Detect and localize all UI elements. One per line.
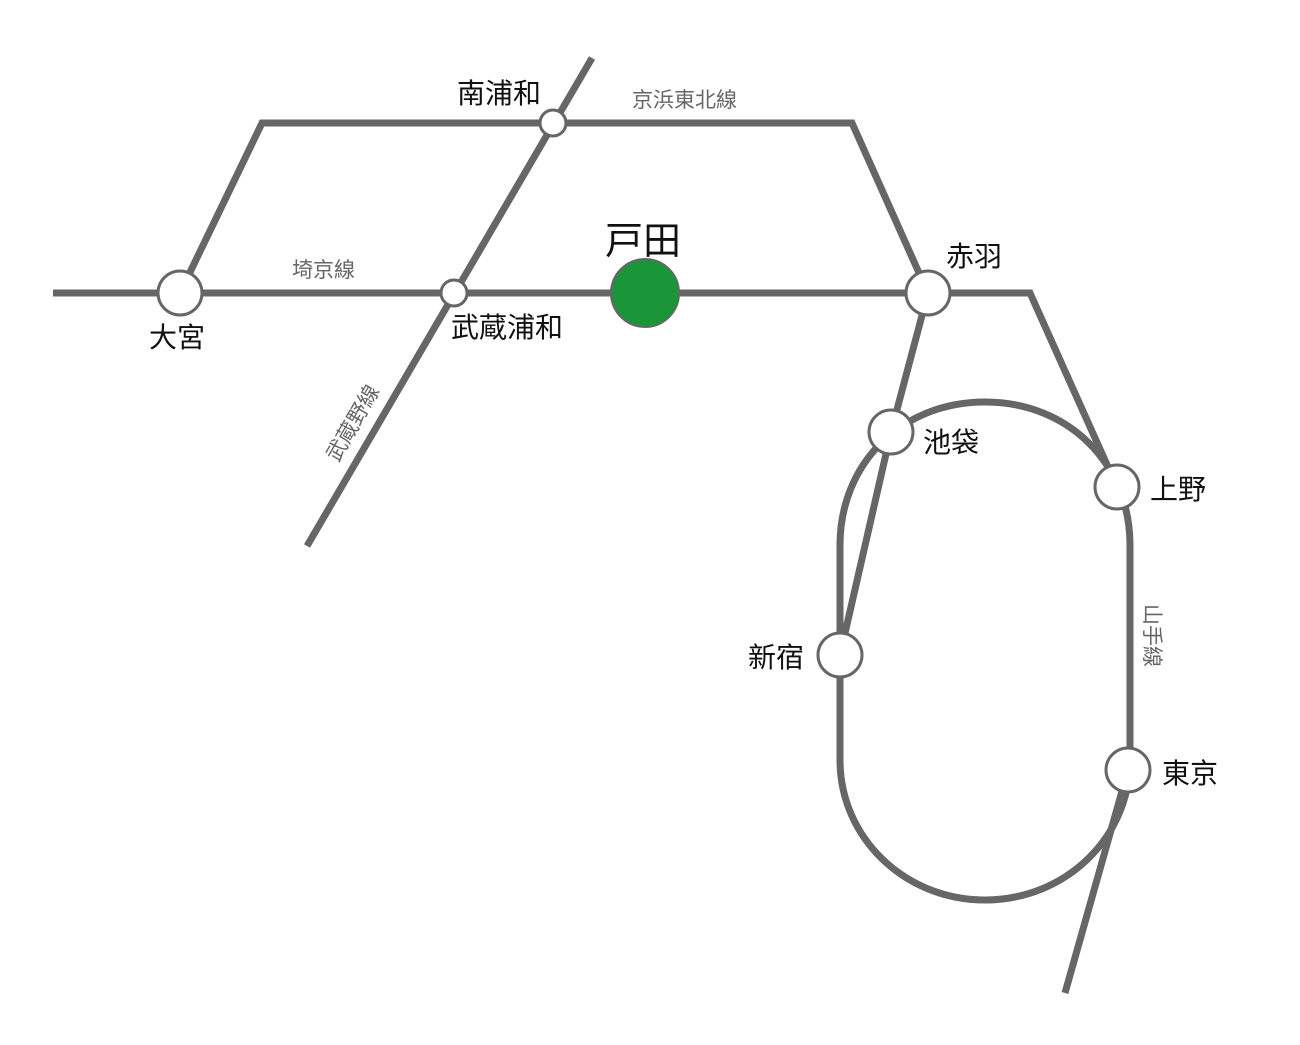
saikyo-line-south <box>836 292 932 656</box>
keihin-tohoku-line-label: 京浜東北線 <box>632 88 737 112</box>
station-ueno-label: 上野 <box>1150 473 1206 506</box>
tokyo-south-line <box>1061 769 1132 994</box>
station-toda-label: 戸田 <box>605 219 681 263</box>
station-omiya-label: 大宮 <box>149 321 205 354</box>
yamanote-line-label: 山手線 <box>1140 604 1164 667</box>
station-akabane-marker[interactable] <box>904 269 952 317</box>
station-musashi-urawa-label: 武蔵浦和 <box>451 311 563 344</box>
saikyo-line-label: 埼京線 <box>292 258 355 282</box>
station-akabane-label: 赤羽 <box>946 240 1002 273</box>
station-minami-urawa-label: 南浦和 <box>457 77 541 110</box>
keihin-tohoku-line-south <box>928 289 1121 489</box>
station-shinjuku-marker[interactable] <box>816 631 864 679</box>
station-tokyo-marker[interactable] <box>1104 746 1152 794</box>
station-tokyo-label: 東京 <box>1162 757 1218 790</box>
station-omiya-marker[interactable] <box>156 269 204 317</box>
station-musashi-urawa-marker[interactable] <box>439 278 469 308</box>
station-toda-marker[interactable] <box>610 258 680 328</box>
station-minami-urawa-marker[interactable] <box>538 108 568 138</box>
station-ueno-marker[interactable] <box>1093 463 1141 511</box>
station-ikebukuro-marker[interactable] <box>867 408 915 456</box>
station-shinjuku-label: 新宿 <box>748 641 804 674</box>
station-ikebukuro-label: 池袋 <box>923 426 979 459</box>
